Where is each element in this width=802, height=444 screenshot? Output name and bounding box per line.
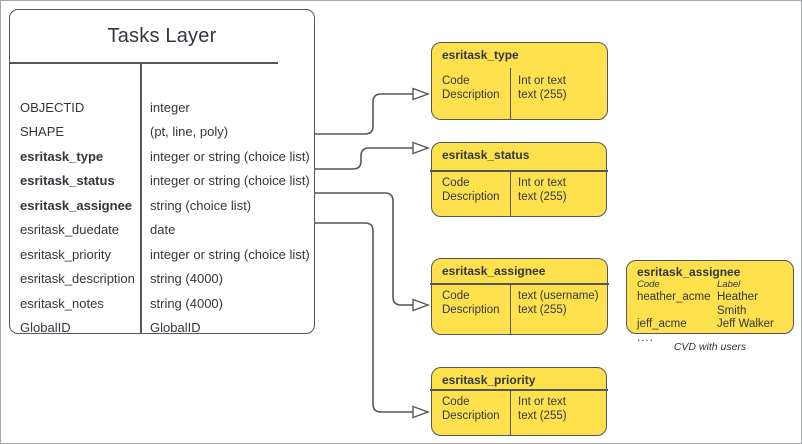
- field-type: integer or string (choice list): [150, 173, 310, 189]
- cvd-user-label: Heather Smith: [717, 291, 758, 317]
- field-name: esritask_assignee: [20, 197, 133, 213]
- domain-key: Description: [442, 410, 500, 422]
- tasks-layer-table: Tasks Layer OBJECTID integer SHAPE (pt, …: [9, 9, 315, 335]
- domain-value: Int or text: [518, 75, 566, 87]
- table-row: SHAPE (pt, line, poly): [10, 120, 314, 145]
- domain-value: text (username): [518, 290, 599, 302]
- field-name: SHAPE: [20, 124, 65, 140]
- cvd-box: esritask_assignee Code Label heather_acm…: [626, 260, 794, 344]
- domain-values: Int or text text (255): [510, 389, 606, 435]
- cvd-user-code: jeff_acme: [637, 318, 687, 330]
- domain-key: Code: [442, 177, 470, 189]
- domain-values: Int or text text (255): [510, 170, 606, 216]
- table-row: esritask_duedate date: [10, 218, 314, 243]
- table-row: GlobalID GlobalID: [10, 316, 314, 341]
- connector-esritask-priority: [315, 222, 413, 413]
- cvd-ellipsis: ....: [637, 331, 654, 344]
- field-type: GlobalID: [150, 320, 201, 336]
- title-divider: [430, 170, 608, 172]
- table-row: esritask_assignee string (choice list): [10, 193, 314, 218]
- field-name: OBJECTID: [20, 99, 85, 115]
- connector-esritask-type: [315, 93, 413, 135]
- domain-box-title: esritask_priority: [442, 373, 536, 387]
- domain-box-title: esritask_status: [442, 148, 530, 162]
- connector-esritask-status: [315, 147, 413, 170]
- field-type: string (4000): [150, 295, 223, 311]
- open-arrowhead-type: [412, 87, 431, 101]
- connector-esritask-assignee: [315, 192, 413, 306]
- domain-keys: Code Description: [432, 283, 510, 334]
- tasks-layer-title: Tasks Layer: [107, 24, 217, 47]
- field-type: integer or string (choice list): [150, 246, 310, 262]
- cvd-grid: Code Label heather_acme Heather Smith je…: [637, 279, 783, 332]
- domain-value: text (255): [518, 304, 567, 316]
- cvd-col-header-code: Code: [637, 279, 660, 290]
- domain-value: text (255): [518, 89, 567, 101]
- domain-box-esritask-status: esritask_status Code Description Int or …: [430, 142, 608, 217]
- field-rows: OBJECTID integer SHAPE (pt, line, poly) …: [10, 95, 314, 340]
- cvd-user-code: heather_acme: [637, 291, 711, 303]
- field-name: esritask_type: [20, 148, 104, 164]
- domain-keys: Code Description: [432, 68, 510, 119]
- table-row: esritask_notes string (4000): [10, 291, 314, 316]
- title-divider: [10, 62, 278, 64]
- field-name: esritask_notes: [20, 295, 104, 311]
- domain-box-body: Code Description Int or text text (255): [432, 170, 606, 216]
- field-type: string (choice list): [150, 197, 252, 213]
- field-name: esritask_priority: [20, 246, 112, 262]
- cvd-col-header-label: Label: [717, 279, 741, 290]
- domain-key: Code: [442, 290, 470, 302]
- domain-keys: Code Description: [432, 389, 510, 435]
- table-row: esritask_status integer or string (choic…: [10, 169, 314, 194]
- cvd-caption: CVD with users: [673, 341, 747, 353]
- table-row: OBJECTID integer: [10, 95, 314, 120]
- field-name: esritask_status: [20, 173, 115, 189]
- field-name: esritask_duedate: [20, 222, 120, 238]
- domain-values: Int or text text (255): [510, 68, 607, 119]
- column-divider: [140, 62, 142, 333]
- field-type: string (4000): [150, 271, 223, 287]
- table-row: esritask_priority integer or string (cho…: [10, 242, 314, 267]
- domain-values: text (username) text (255): [510, 283, 607, 334]
- domain-box-body: Code Description Int or text text (255): [432, 389, 606, 435]
- domain-box-esritask-priority: esritask_priority Code Description Int o…: [430, 367, 608, 436]
- domain-box-body: Code Description Int or text text (255): [432, 68, 607, 119]
- cvd-user-label: Jeff Walker: [717, 318, 774, 330]
- field-type: integer: [150, 99, 190, 115]
- domain-key: Code: [442, 396, 470, 408]
- open-arrowhead-priority: [412, 405, 431, 419]
- domain-box-title: esritask_assignee: [442, 264, 546, 278]
- domain-box-esritask-assignee: esritask_assignee Code Description text …: [430, 258, 609, 335]
- domain-value: text (255): [518, 191, 567, 203]
- table-row: esritask_type integer or string (choice …: [10, 144, 314, 169]
- field-type: (pt, line, poly): [150, 124, 229, 140]
- title-divider: [430, 283, 609, 285]
- domain-key: Description: [442, 304, 500, 316]
- domain-box-esritask-type: esritask_type Code Description Int or te…: [431, 42, 608, 120]
- open-arrowhead-status: [412, 141, 431, 155]
- open-arrowhead-assignee: [412, 298, 431, 312]
- table-row: esritask_description string (4000): [10, 267, 314, 292]
- field-type: integer or string (choice list): [150, 148, 310, 164]
- domain-value: Int or text: [518, 177, 566, 189]
- cvd-title: esritask_assignee: [637, 265, 741, 279]
- domain-keys: Code Description: [432, 170, 510, 216]
- title-divider: [430, 389, 608, 391]
- domain-box-body: Code Description text (username) text (2…: [432, 283, 607, 334]
- domain-key: Description: [442, 89, 500, 101]
- field-name: esritask_description: [20, 271, 135, 287]
- domain-value: text (255): [518, 410, 567, 422]
- field-name: GlobalID: [20, 320, 71, 336]
- domain-box-title: esritask_type: [442, 48, 519, 62]
- domain-value: Int or text: [518, 396, 566, 408]
- domain-key: Description: [442, 191, 500, 203]
- field-type: date: [150, 222, 176, 238]
- domain-key: Code: [442, 75, 470, 87]
